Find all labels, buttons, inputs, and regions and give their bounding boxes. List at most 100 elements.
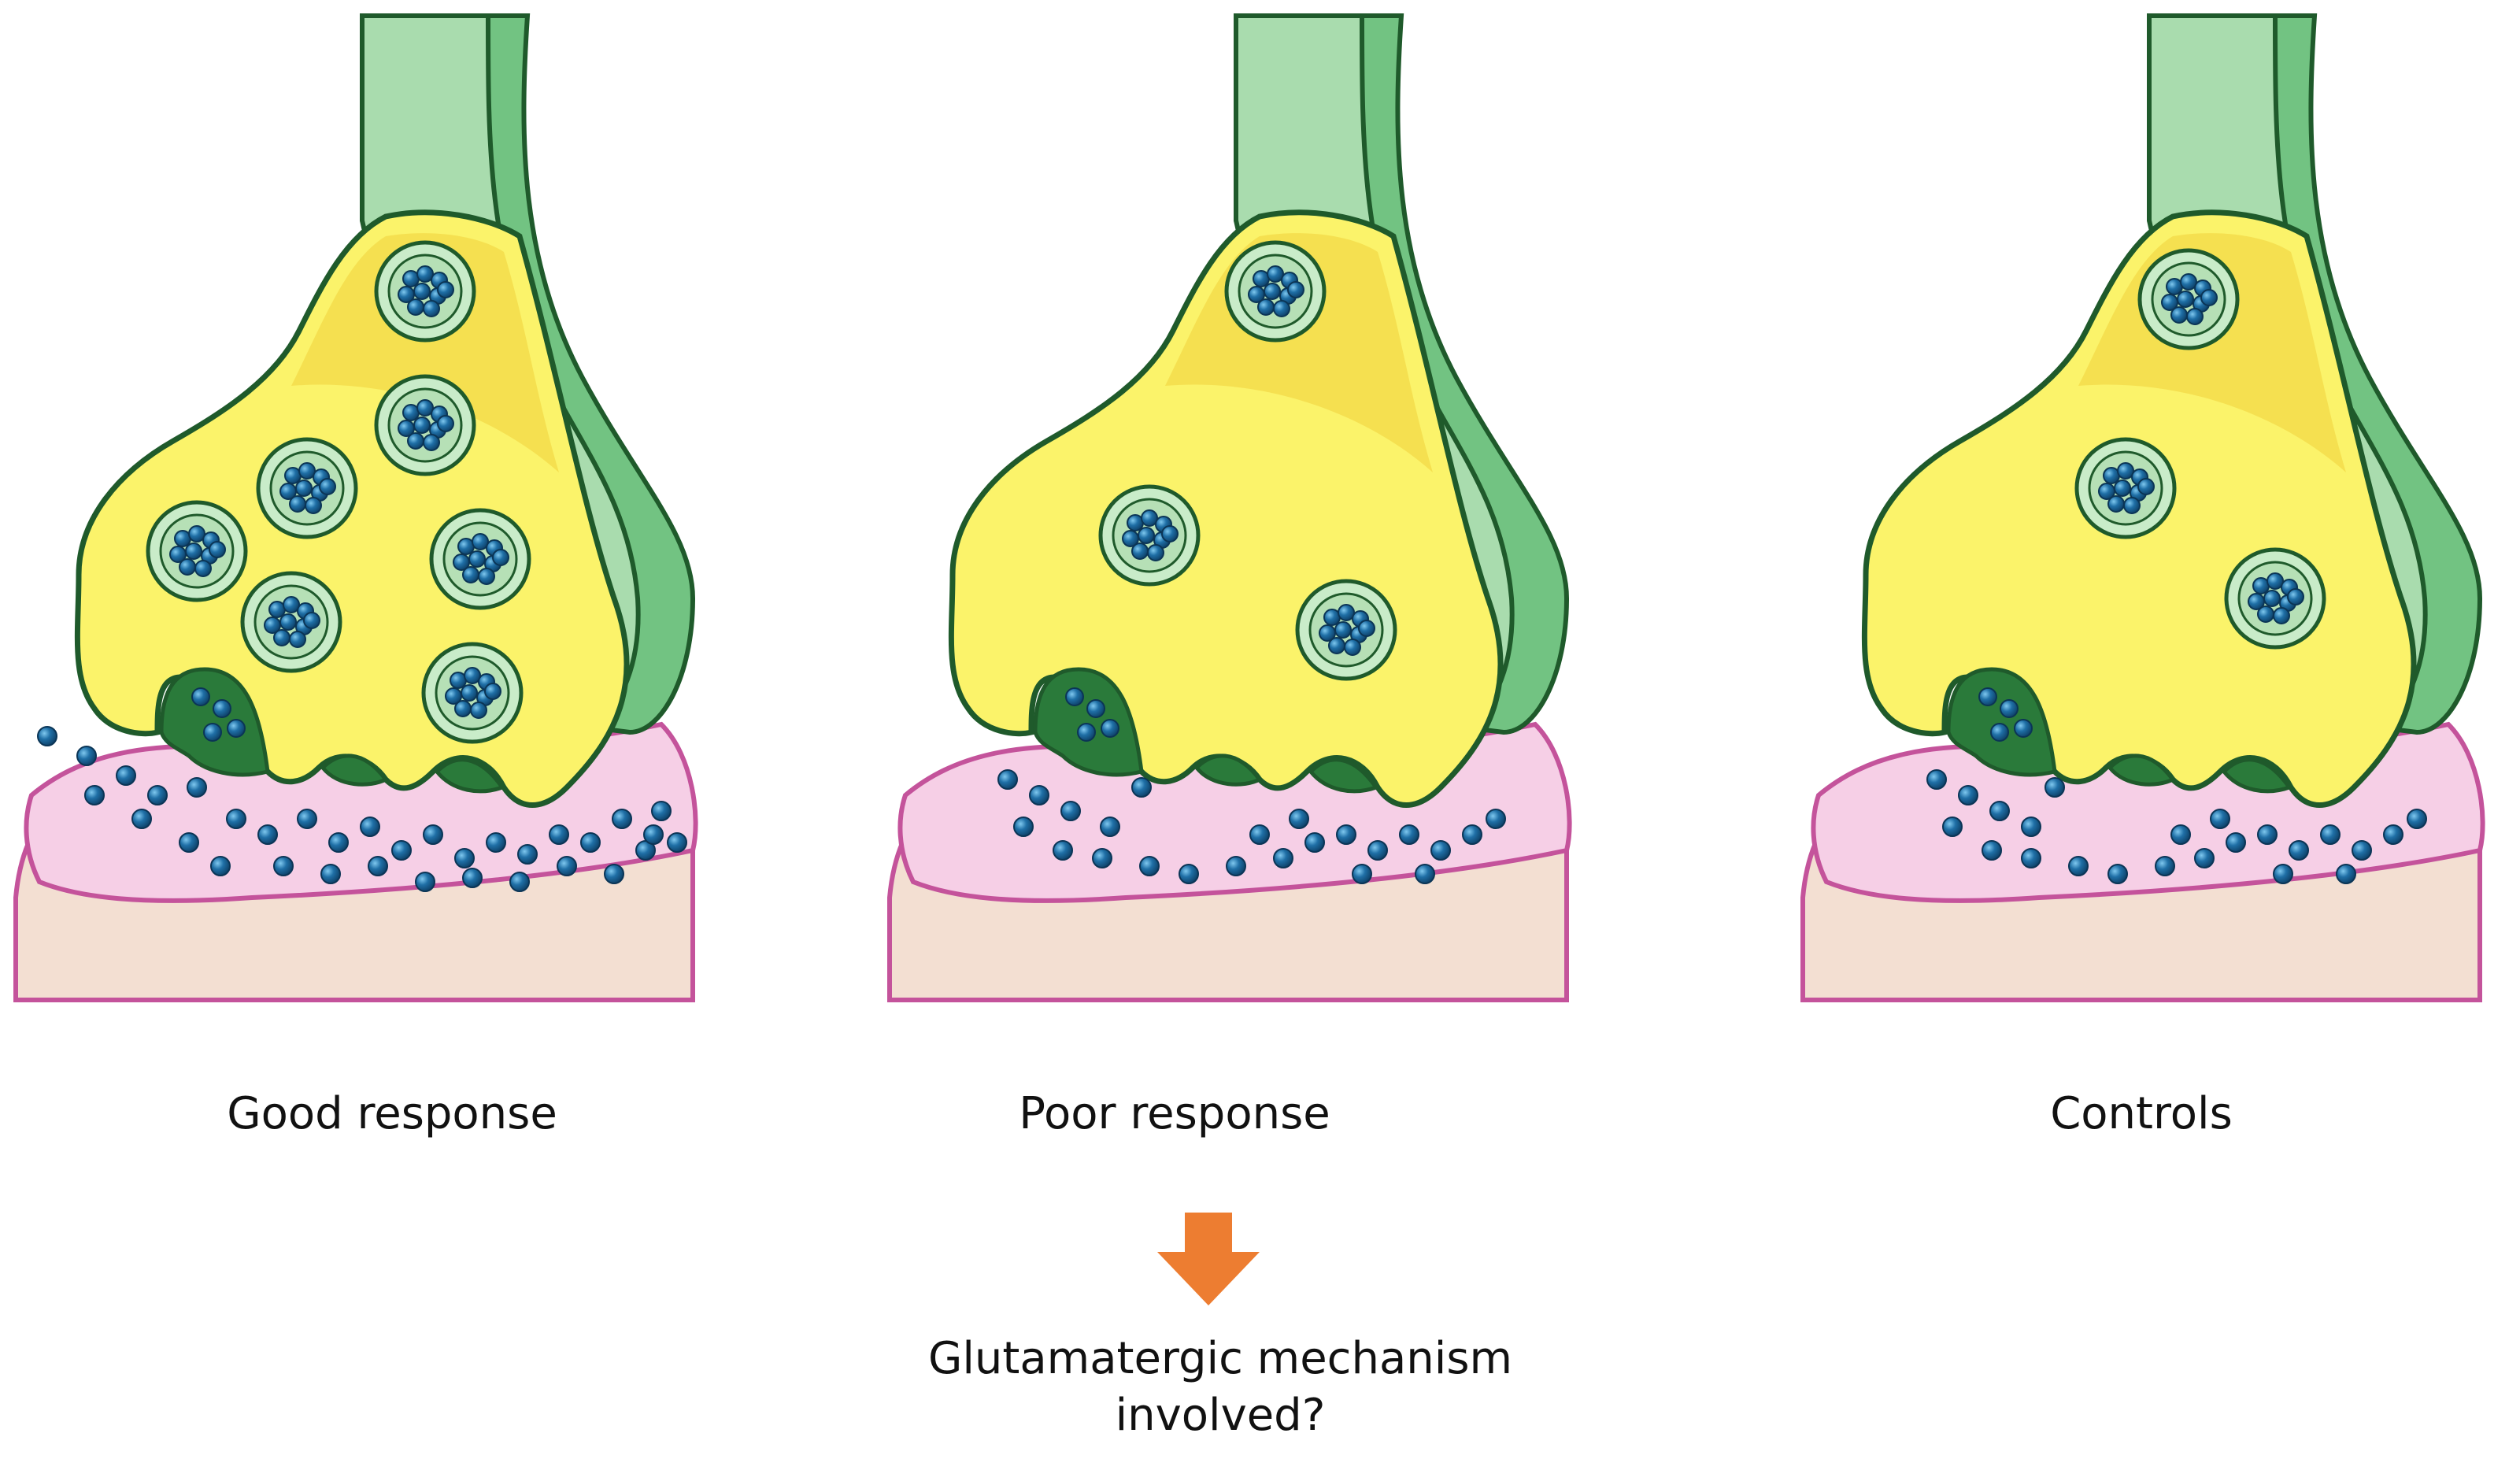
glutamate-molecule [2103,467,2120,484]
glutamate-molecule [643,824,664,845]
glutamate-molecule [1131,542,1149,560]
glutamate-molecule [1430,840,1451,861]
glutamate-molecule [450,672,467,689]
glutamate-molecule [1226,856,1246,876]
synapse-good-response [16,16,696,1000]
glutamate-molecule [407,298,424,316]
glutamate-molecule [2114,480,2131,497]
glutamate-molecule [470,702,487,719]
glutamate-molecule [2107,864,2128,884]
glutamate-molecule [1060,801,1081,821]
glutamate-molecule [1323,609,1341,626]
glutamate-molecule [2107,495,2125,513]
glutamate-molecule [1942,817,1963,837]
glutamate-molecule [651,801,672,821]
glutamate-molecule [413,283,431,300]
glutamate-molecule [2226,832,2246,853]
glutamate-molecule [1249,824,1270,845]
glutamate-molecule [179,832,199,853]
synapse-poor-response [890,16,1570,1000]
glutamate-molecule [131,809,152,829]
glutamate-molecule [1179,864,1199,884]
glutamate-molecule [1415,864,1435,884]
glutamate-molecule [2137,478,2155,495]
glutamate-molecule [468,550,486,568]
glutamate-molecule [1990,723,2009,742]
glutamate-molecule [2287,588,2304,605]
glutamate-molecule [2123,497,2141,514]
glutamate-molecule [360,817,380,837]
glutamate-molecule [580,832,601,853]
glutamate-in-cleft-poor [997,769,1506,884]
glutamate-molecule [2273,864,2293,884]
glutamate-molecule [2180,273,2197,291]
glutamate-molecule [437,281,454,298]
down-arrow-icon [1157,1213,1260,1305]
glutamate-molecule [604,864,624,884]
glutamate-molecule [402,270,420,287]
glutamate-molecule [407,432,424,450]
glutamate-molecule [1982,840,2002,861]
glutamate-molecule [1273,848,1293,868]
glutamate-in-vesicles-good [169,265,509,742]
glutamate-in-cleft-controls [1926,769,2427,884]
glutamate-molecule [462,566,479,583]
glutamate-molecule [549,824,569,845]
glutamate-molecule [1253,270,1270,287]
glutamate-molecule [1138,527,1155,544]
glutamate-molecule [2257,824,2278,845]
glutamate-in-vesicles-controls [1978,273,2304,742]
glutamate-molecule [1086,699,1105,718]
glutamate-molecule [368,856,388,876]
glutamate-molecule [273,629,290,646]
label-good-response: Good response [227,1088,557,1139]
glutamate-molecule [2000,699,2019,718]
label-controls: Controls [2050,1088,2233,1139]
glutamate-molecule [457,538,475,555]
glutamate-molecule [2014,719,2033,738]
glutamate-molecule [147,785,168,805]
glutamate-molecule [1267,265,1284,283]
glutamate-molecule [1367,840,1388,861]
glutamate-molecule [2186,308,2204,325]
glutamate-molecule [188,525,205,542]
glutamate-molecule [2177,291,2194,308]
glutamate-molecule [257,824,278,845]
glutamate-molecule [2021,817,2041,837]
glutamate-molecule [320,864,341,884]
glutamate-molecule [227,719,246,738]
glutamate-molecule [2021,848,2041,868]
glutamate-molecule [1287,281,1304,298]
glutamate-molecule [423,434,440,451]
glutamate-molecule [187,777,207,798]
glutamate-in-cleft-good [37,726,687,892]
glutamate-molecule [289,495,306,513]
glutamate-molecule [2407,809,2427,829]
glutamate-molecule [1462,824,1482,845]
glutamate-molecule [1344,639,1361,656]
glutamate-molecule [517,844,538,865]
glutamate-molecule [2267,572,2284,590]
glutamate-molecule [298,462,316,480]
glutamate-molecule [402,404,420,421]
glutamate-molecule [454,700,472,717]
label-poor-response: Poor response [1019,1088,1330,1139]
glutamate-molecule [1127,514,1144,531]
glutamate-molecule [413,417,431,434]
glutamate-molecule [2289,840,2309,861]
glutamate-molecule [203,723,222,742]
glutamate-molecule [1978,687,1997,706]
glutamate-molecule [1289,809,1309,829]
glutamate-molecule [997,769,1018,790]
glutamate-molecule [1958,785,1978,805]
glutamate-molecule [1092,848,1112,868]
glutamate-molecule [295,480,313,497]
glutamate-molecule [509,872,530,892]
glutamate-molecule [289,631,306,648]
glutamate-molecule [1139,856,1160,876]
glutamate-molecule [2383,824,2403,845]
glutamate-molecule [415,872,435,892]
glutamate-molecule [437,415,454,432]
glutamate-molecule [2194,848,2215,868]
